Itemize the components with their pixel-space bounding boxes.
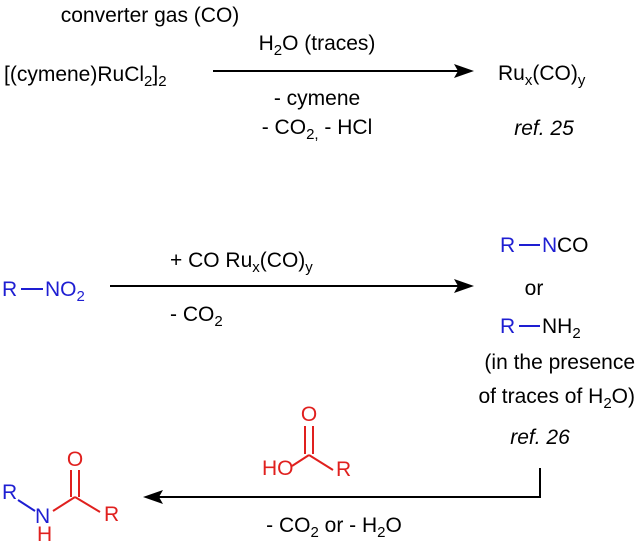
r2-note-presence: (in the presence (484, 351, 635, 374)
r3-amide-n-c-bond (52, 496, 76, 512)
r3-condition-minus-co2-or-h2o: - CO2 or - H2O (266, 514, 402, 541)
r3-amide-r2: R (104, 503, 119, 526)
r1-product-ru-carbonyl: Rux(CO)y (498, 62, 586, 89)
r3-amide-n: N (35, 505, 50, 528)
r3-amide-h: H (37, 523, 52, 543)
r3-acid-ho: HO (262, 457, 294, 480)
reaction-3: O HO R - CO2 or - H2O R N H O R (2, 403, 541, 543)
r3-acid-c-r-bond (308, 454, 334, 471)
r3-carboxylic-acid: O HO R (262, 403, 351, 481)
r3-acid-o: O (301, 403, 317, 426)
r2-reactant-no2: NO2 (45, 278, 85, 305)
r1-condition-minus-cymene: - cymene (274, 87, 360, 110)
r1-reference: ref. 25 (514, 117, 574, 140)
r3-acid-r: R (336, 458, 351, 481)
r2-amine-nh2: NH2 (542, 315, 581, 342)
r2-condition-minus-co2: - CO2 (170, 303, 223, 330)
r3-amide-o: O (67, 448, 83, 471)
r2-or-label: or (525, 277, 544, 300)
r2-reference: ref. 26 (510, 426, 570, 449)
r3-amide-r1: R (2, 481, 17, 504)
r3-amide-c-r-bond (74, 496, 101, 513)
r1-condition-minus-co2-hcl: - CO2, - HCl (262, 116, 373, 143)
r1-condition-converter-gas: converter gas (CO) (61, 4, 240, 27)
r2-condition-co-ru-catalyst: + CO Rux(CO)y (170, 249, 313, 276)
r1-reactant-ru-dimer: [(cymene)RuCl2]2 (4, 63, 167, 90)
r1-arrow-head (454, 64, 474, 78)
r2-amine-r: R (500, 315, 515, 338)
r2-reactant-r: R (2, 278, 17, 301)
r2-arrow-head (454, 279, 474, 293)
r3-amide-product: R N H O R (2, 448, 119, 543)
r2-note-water-traces: of traces of H2O) (478, 385, 635, 412)
r3-acid-o-c-bond (291, 454, 310, 467)
r2-isocyanate-co: CO (557, 234, 589, 257)
r1-condition-water-traces: H2O (traces) (259, 32, 376, 59)
r3-arrow-head (143, 490, 163, 504)
r3-amide-r-n-bond (17, 499, 36, 512)
r2-isocyanate-n: N (542, 234, 557, 257)
reaction-2: + CO Rux(CO)y R NO2 - CO2 R N CO or R NH… (2, 234, 635, 449)
reaction-1: converter gas (CO) H2O (traces) [(cymene… (4, 4, 586, 143)
r2-isocyanate-r: R (500, 234, 515, 257)
